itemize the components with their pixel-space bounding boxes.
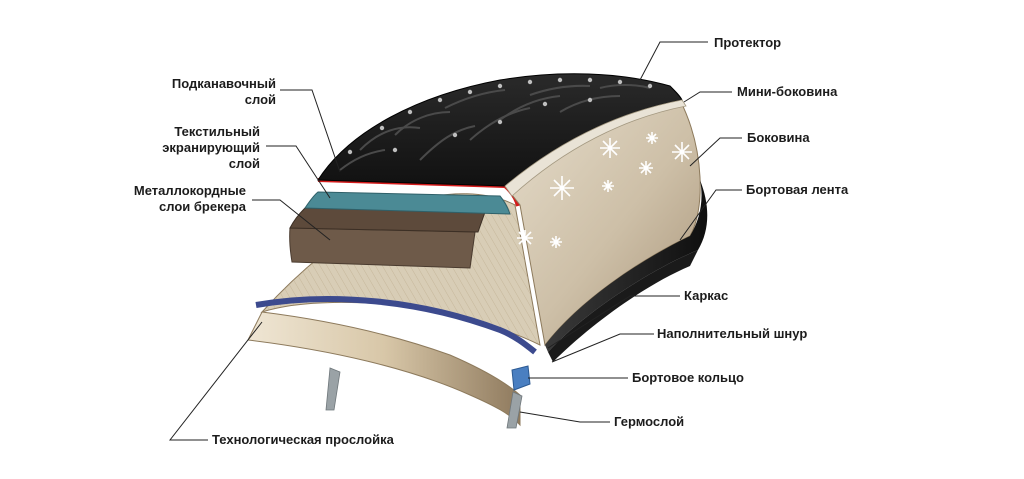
label-steel-belts: Металлокордные слои брекера [133,183,246,214]
label-bead-tape: Бортовая лента [746,182,849,197]
label-tech-layer: Технологическая прослойка [212,432,394,447]
bead-ring-shape [511,365,531,391]
label-bead-filler: Наполнительный шнур [657,326,808,341]
mini-sidewall-shape [504,99,687,197]
snowflake-icons [517,132,692,248]
carcass-ply-line [255,295,537,355]
inner-liner-shape [325,367,341,411]
label-textile-layer: Текстильный экранирующий слой [162,124,260,171]
textile-layer-shape [304,191,511,215]
steel-belt-upper [289,207,486,233]
label-bead-ring: Бортовое кольцо [632,370,744,385]
steel-belt-lower [289,227,476,269]
tread-studs [347,77,653,155]
label-undertread: Подканавочный слой [171,76,276,107]
inner-liner-shape-right [506,391,523,429]
label-carcass: Каркас [684,288,729,303]
bead-tape-shape [545,180,708,352]
tread-grooves [339,84,651,171]
label-protector: Протектор [714,35,782,50]
label-sidewall: Боковина [747,130,810,145]
leader-lines [168,41,742,441]
label-inner-liner: Гермослой [614,414,685,429]
bead-tape-lower [548,250,698,362]
label-mini-sidewall: Мини-боковина [737,84,838,99]
tech-layer-shape [247,311,521,427]
